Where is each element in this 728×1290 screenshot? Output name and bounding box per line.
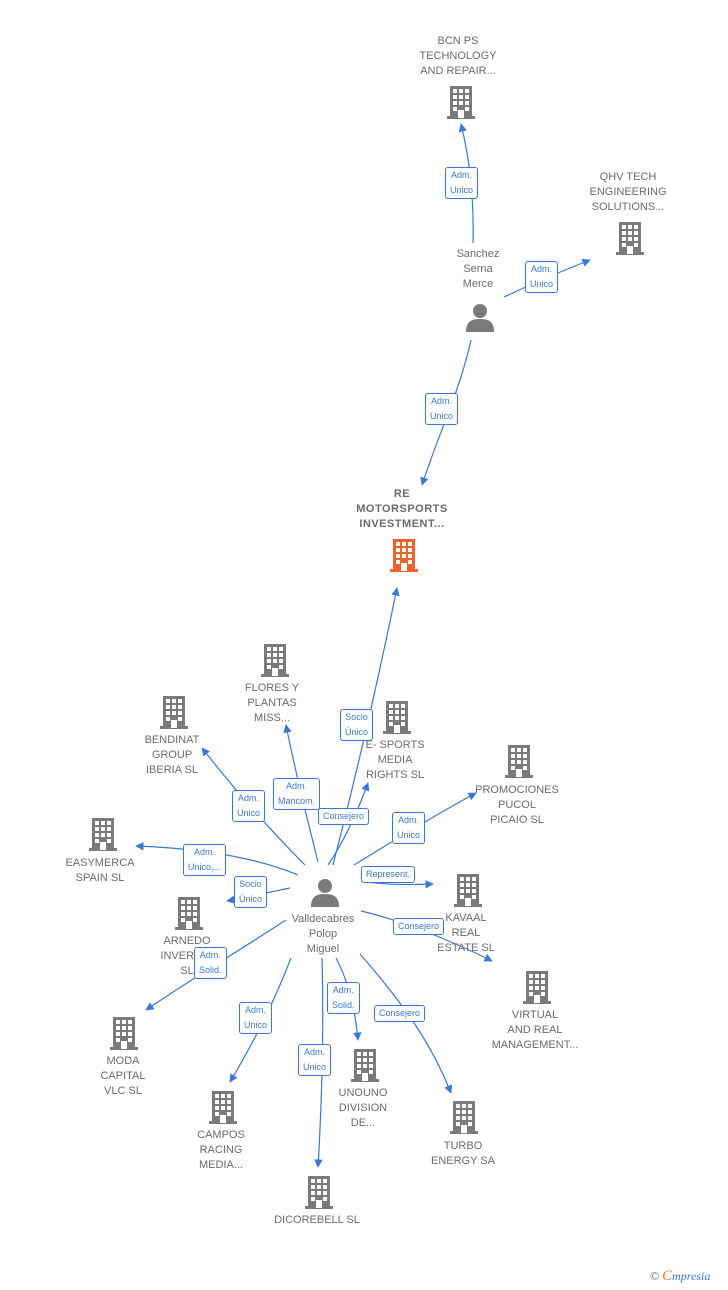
edge-label-campos[interactable]: Adm. Unico [239,1002,273,1034]
building-icon-flores[interactable] [261,644,289,677]
building-icon-bendinat[interactable] [160,696,188,729]
company-label-kavaal[interactable]: KAVAAL REAL ESTATE SL [437,912,495,954]
edge-label-qhv[interactable]: Adm. Unico [525,261,559,293]
company-label-moda[interactable]: MODA CAPITAL VLC SL [100,1055,146,1097]
building-icon-virtual[interactable] [523,971,551,1004]
edge-label-flores[interactable]: Adm. Mancom. [273,778,321,810]
edge-label-esports[interactable]: Consejero [318,808,370,825]
building-icon-re-motorsports[interactable] [390,539,418,572]
edge-label-turbo[interactable]: Consejero [374,1005,426,1022]
building-icon-kavaal[interactable] [454,874,482,907]
company-label-promociones[interactable]: PROMOCIONES PUCOL PICAIO SL [475,784,559,826]
company-label-dicorebell[interactable]: DICOREBELL SL [274,1214,360,1226]
company-label-esports[interactable]: E- SPORTS MEDIA RIGHTS SL [365,739,425,781]
company-label-unouno[interactable]: UNOUNO DIVISION DE... [338,1087,388,1129]
building-icon-turbo[interactable] [450,1101,478,1134]
person-label-sanchez[interactable]: Sanchez Serna Merce [456,248,500,290]
edge-label-re-sanchez[interactable]: Adm. Unico [425,393,459,425]
edge-label-promociones[interactable]: Adm. Unico [392,812,426,844]
building-icon-dicorebell[interactable] [305,1176,333,1209]
company-label-turbo[interactable]: TURBO ENERGY SA [431,1140,495,1167]
building-icon-moda[interactable] [110,1017,138,1050]
person-icon-sanchez[interactable] [466,304,494,332]
building-icon-easymerca[interactable] [89,818,117,851]
edge-label-re-vall[interactable]: Socio Único [340,709,374,741]
edge-label-arnedo[interactable]: Socio Único [234,876,268,908]
company-label-bcn[interactable]: BCN PS TECHNOLOGY AND REPAIR... [419,35,497,77]
brand-logo-text: mpresia [672,1269,711,1283]
company-label-flores[interactable]: FLORES Y PLANTAS MISS... [244,682,300,724]
edge-label-kavaal[interactable]: Represent. [361,866,416,883]
edge-label-easymerca[interactable]: Adm. Unico,... [183,844,227,876]
building-icon-arnedo[interactable] [175,897,203,930]
edge-label-bcn[interactable]: Adm. Unico [445,167,479,199]
edge-label-virtual[interactable]: Consejero [393,918,445,935]
brand-logo[interactable]: © Cmpresia [650,1268,710,1285]
building-icon-bcn[interactable] [447,86,475,119]
company-label-bendinat[interactable]: BENDINAT GROUP IBERIA SL [144,734,200,776]
building-icon-unouno[interactable] [351,1049,379,1082]
company-label-easymerca[interactable]: EASYMERCA SPAIN SL [65,857,135,884]
building-icon-esports[interactable] [383,701,411,734]
edge-label-bendinat[interactable]: Adm. Unico [232,790,266,822]
person-label-valldecabres[interactable]: Valldecabres Polop Miguel [291,913,355,955]
company-label-qhv[interactable]: QHV TECH ENGINEERING SOLUTIONS... [589,171,667,213]
brand-logo-e: C [662,1268,673,1284]
person-icon-valldecabres[interactable] [311,879,339,907]
edge-label-dicorebell[interactable]: Adm. Unico [298,1044,332,1076]
company-label-re-motorsports[interactable]: RE MOTORSPORTS INVESTMENT... [356,488,448,530]
copyright-icon: © [650,1269,660,1283]
building-icon-qhv[interactable] [616,222,644,255]
building-icon-promociones[interactable] [505,745,533,778]
building-icon-campos[interactable] [209,1091,237,1124]
edge-label-unouno[interactable]: Adm. Solid. [327,982,360,1014]
edge-label-moda[interactable]: Adm. Solid. [194,947,227,979]
company-label-virtual[interactable]: VIRTUAL AND REAL MANAGEMENT... [491,1009,579,1051]
company-label-campos[interactable]: CAMPOS RACING MEDIA... [197,1129,245,1171]
